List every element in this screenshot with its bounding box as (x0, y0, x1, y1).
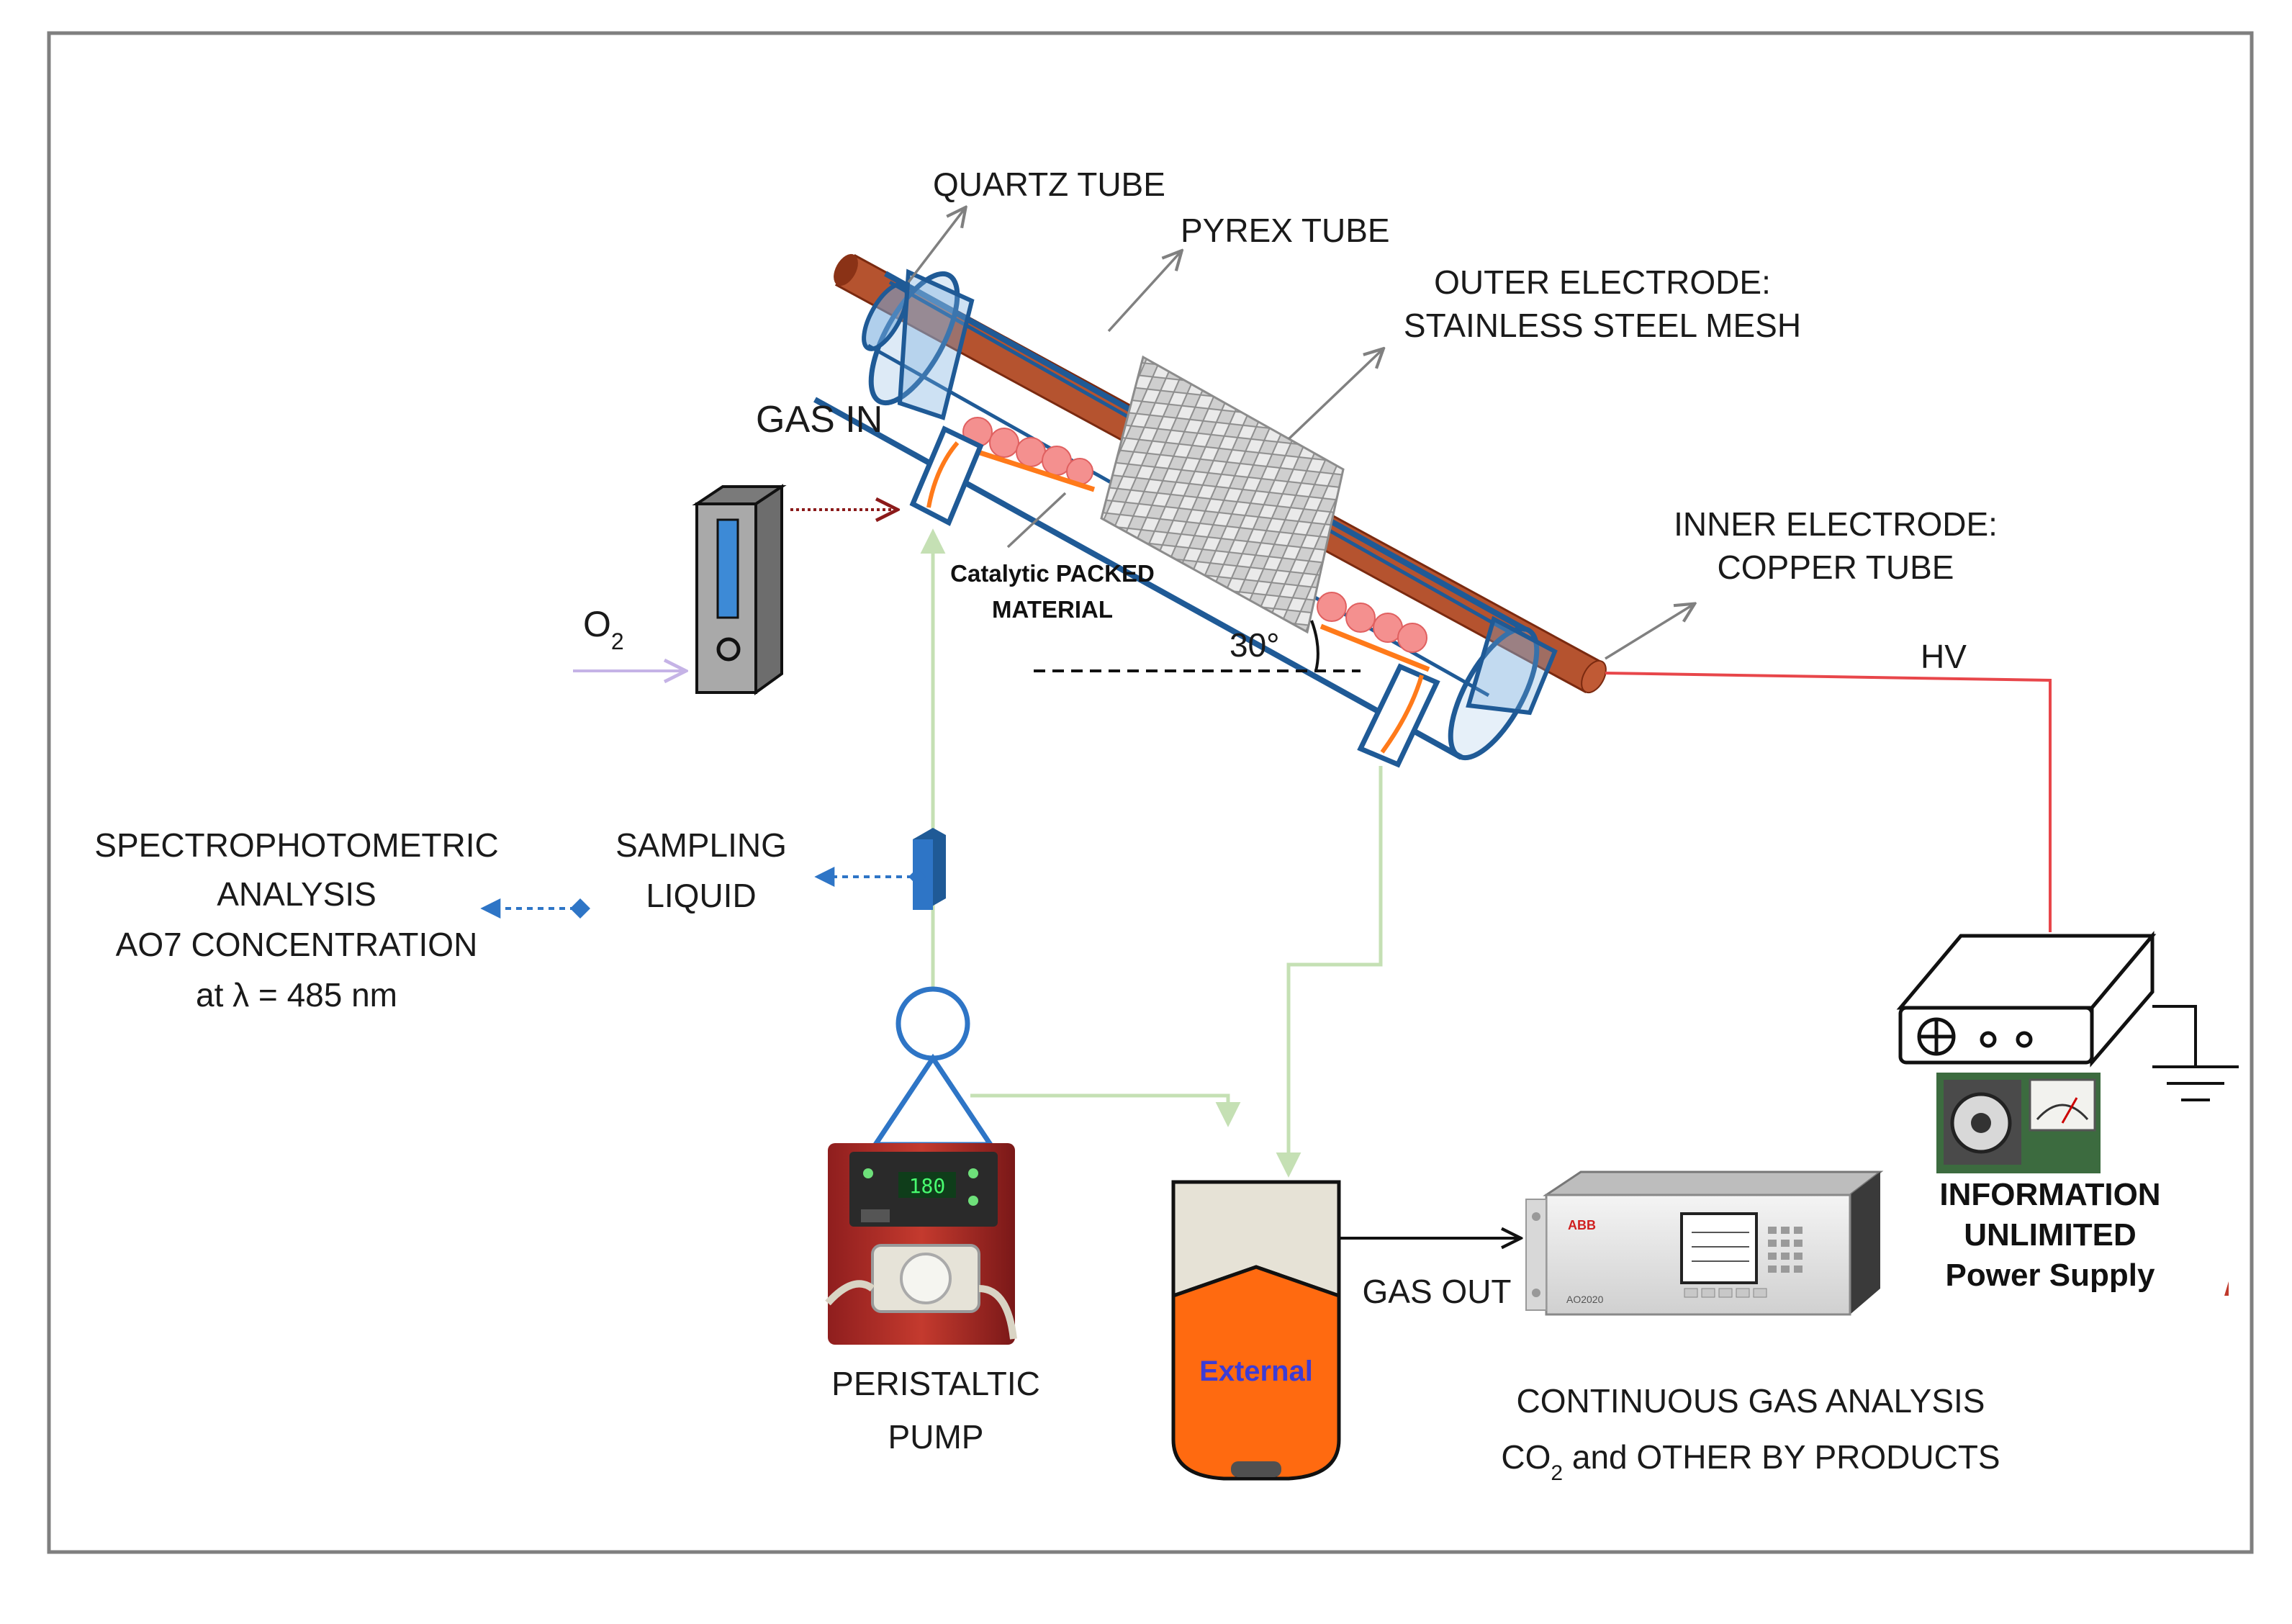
label-co2-byproducts: CO2 and OTHER BY PRODUCTS (1501, 1438, 2000, 1485)
ground-symbol-icon (2152, 1005, 2239, 1101)
pump-display-value: 180 (909, 1174, 946, 1198)
label-pump: PUMP (888, 1418, 984, 1456)
label-inner-electrode: INNER ELECTRODE: (1674, 505, 1998, 543)
catalytic-packing-beads (962, 417, 1427, 653)
label-peristaltic: PERISTALTIC (831, 1365, 1040, 1402)
label-angle: 30° (1230, 626, 1280, 664)
stainless-steel-mesh (1100, 355, 1345, 634)
edge-mark (2224, 1281, 2229, 1296)
peristaltic-pump-photo: 180 (825, 1143, 1017, 1345)
power-supply-photo (1936, 1073, 2101, 1173)
analyzer-brand: ABB (1568, 1218, 1596, 1232)
plasma-reactor (813, 253, 1607, 768)
gas-inlet-port (909, 425, 984, 526)
label-information: INFORMATION (1939, 1177, 2160, 1212)
label-catalytic-packed: Catalytic PACKED (950, 560, 1155, 587)
gas-analyzer: ABB AO2020 (1525, 1170, 1884, 1316)
sampling-arrows (480, 867, 913, 919)
label-quartz-tube: QUARTZ TUBE (933, 166, 1165, 203)
power-supply-unit (1896, 931, 2157, 1068)
label-material: MATERIAL (992, 596, 1113, 623)
label-analysis: ANALYSIS (217, 875, 376, 913)
figure-frame (47, 31, 2254, 1554)
label-liquid: LIQUID (646, 877, 756, 914)
oxygen-flowmeter (692, 484, 787, 695)
label-continuous-gas-analysis: CONTINUOUS GAS ANALYSIS (1517, 1382, 1985, 1420)
peristaltic-pump-symbol (870, 986, 996, 1147)
label-gas-out: GAS OUT (1362, 1273, 1511, 1310)
external-tank (1171, 1180, 1341, 1481)
label-external: External (1199, 1355, 1313, 1387)
label-power-supply: Power Supply (1946, 1258, 2155, 1293)
sampling-diamond (570, 898, 590, 919)
flow-tube-icon (716, 518, 739, 619)
label-hv: HV (1921, 638, 1967, 675)
label-sampling: SAMPLING (615, 826, 787, 864)
pyrex-tube (813, 271, 1540, 761)
label-ao7-concentration: AO7 CONCENTRATION (116, 926, 478, 963)
label-o2: O2 (583, 604, 624, 654)
liquid-flow-lines (920, 528, 1383, 1178)
angle-indicator (1034, 620, 1361, 672)
label-unlimited: UNLIMITED (1964, 1217, 2137, 1253)
analyzer-model: AO2020 (1566, 1294, 1604, 1305)
packing-retainers (963, 445, 1430, 672)
callout-arrows (907, 209, 1693, 660)
gas-outlet-port (1357, 663, 1440, 768)
label-outer-electrode: OUTER ELECTRODE: (1434, 263, 1771, 301)
label-pyrex-tube: PYREX TUBE (1181, 212, 1390, 249)
label-spectrophotometric: SPECTROPHOTOMETRIC (94, 826, 498, 864)
label-wavelength: at λ = 485 nm (196, 976, 397, 1014)
sampling-port-diamond (908, 868, 926, 885)
label-copper-tube: COPPER TUBE (1718, 549, 1954, 586)
hv-wire (1605, 672, 2052, 932)
diagram-labels: QUARTZ TUBE PYREX TUBE OUTER ELECTRODE: … (94, 166, 2160, 1485)
label-gas-in: GAS IN (756, 399, 883, 441)
flow-knob-icon (716, 637, 741, 662)
label-stainless-steel-mesh: STAINLESS STEEL MESH (1404, 307, 1801, 344)
